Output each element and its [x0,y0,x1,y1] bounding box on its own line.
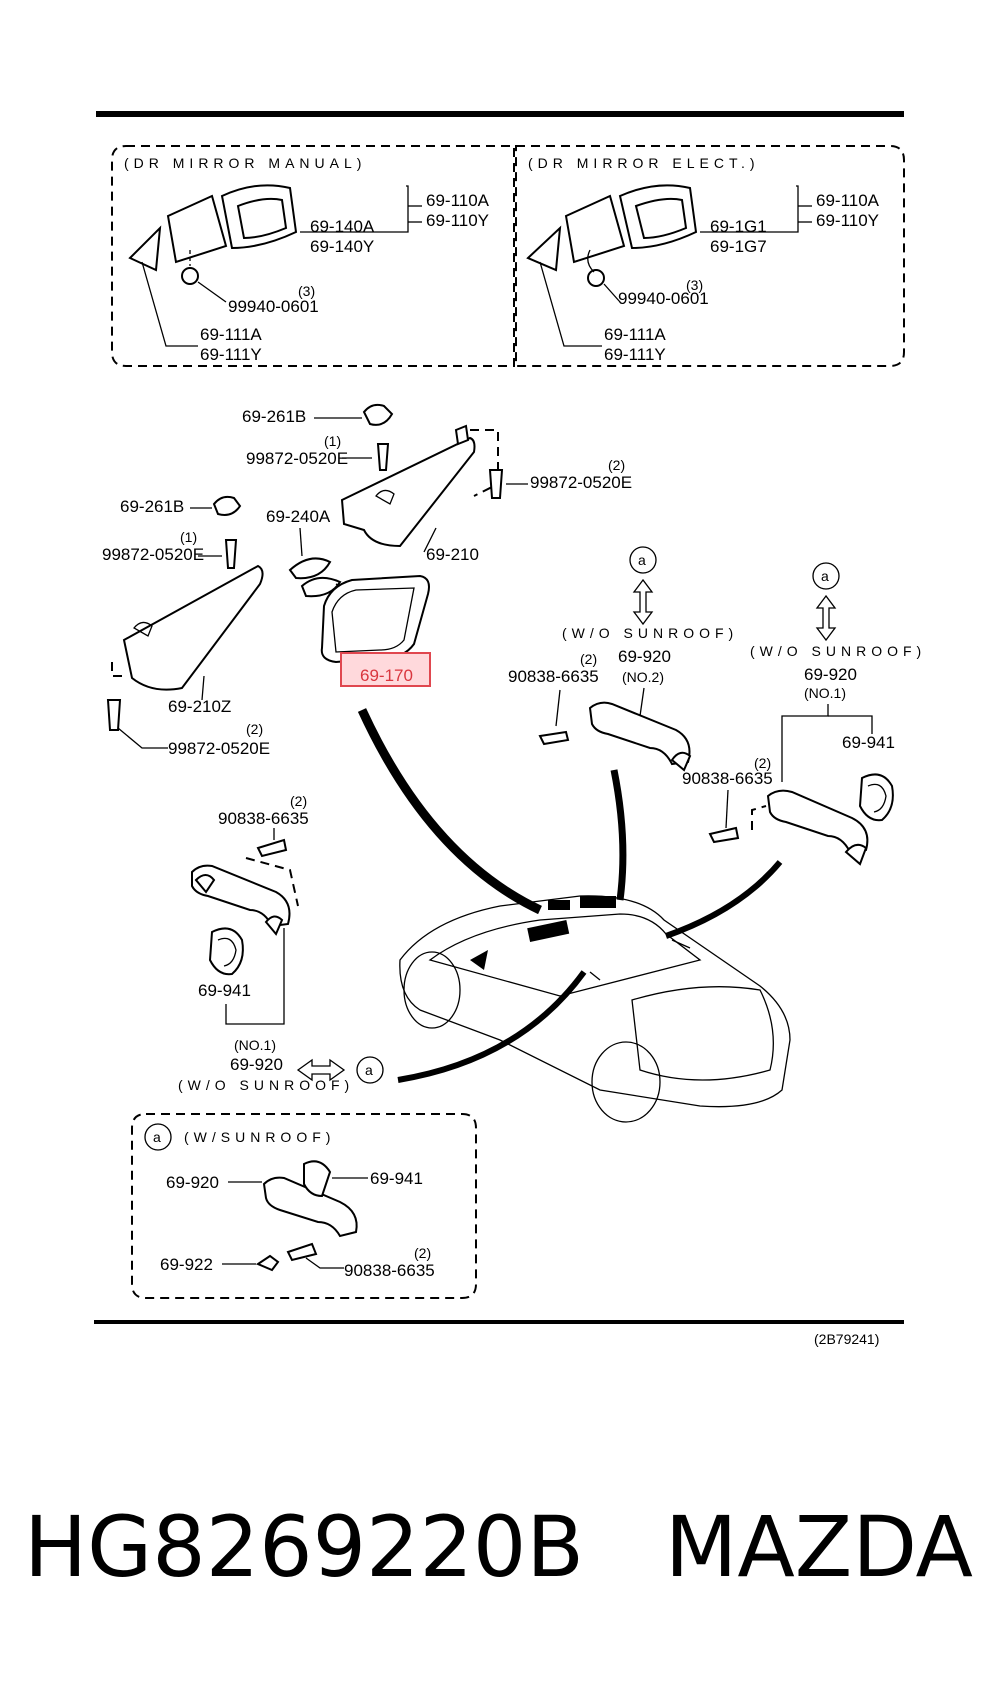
manual-nut: 99940-0601 [228,297,319,316]
mid-screw-qty: (2) [580,651,597,667]
sun-visor-section: 69-261B (1) 99872-0520E (2) 99872-0520E … [102,403,632,758]
left-screw-qty: (2) [290,793,307,809]
handle-left-no: (NO.1) [234,1037,276,1053]
screw-bottom-qty: (2) [246,721,263,737]
handle-mid [588,701,691,766]
wo-sunroof-mid: (W/O SUNROOF) [562,625,738,641]
screw-icon [376,443,390,471]
diagram-code: (2B79241) [814,1331,879,1347]
sr-screw-label: 90838-6635 [344,1261,435,1280]
marker-a1: a [638,552,646,568]
elect-cover-lower: 69-111Y [604,345,666,364]
assist-handle-right: a (W/O SUNROOF) 69-920 (NO.1) 69-941 (2)… [682,562,926,866]
screw-top-qty: (1) [324,433,341,449]
manual-nut-qty: (3) [298,283,315,299]
sr-handle [262,1176,358,1238]
marker-a4: a [153,1129,161,1145]
mirror-manual-box: (DR MIRROR MANUAL) 69-110A 69-110Y 69-14… [111,145,515,367]
handle-right-no: (NO.1) [804,685,846,701]
hook-right [858,773,894,822]
right-screw-qty: (2) [754,755,771,771]
door-mirror-manual-drawing [128,184,298,285]
screw-right-label: 99872-0520E [530,473,632,492]
visor-right-label: 69-210 [426,545,479,564]
visor-holder-icon [362,403,394,426]
door-mirror-elect-drawing [526,184,698,287]
hook-right-label: 69-941 [842,733,895,752]
highlight-box [340,652,431,687]
marker-a2: a [821,568,829,584]
left-screw-label: 90838-6635 [218,809,309,828]
manual-glass-lower: 69-140Y [310,237,374,256]
screw-right-qty: (2) [608,457,625,473]
holder-left-label: 69-261B [120,497,184,516]
sr-hook-label: 69-941 [370,1169,423,1188]
w-sunroof-label: (W/SUNROOF) [184,1129,335,1145]
handle-right [766,789,869,854]
brand-name: MAZDA [664,1498,973,1596]
screw-top-label: 99872-0520E [246,449,348,468]
elect-cover-upper: 69-111A [604,325,666,344]
handle-mid-label: 69-920 [618,647,671,666]
sr-clip-label: 69-922 [160,1255,213,1274]
elect-mirror-lower: 69-110Y [816,211,879,230]
sun-visor-left [122,564,264,691]
part-number: HG8269220B [24,1498,584,1596]
mirror-170-label: 69-170 [360,666,413,685]
handle-left-label: 69-920 [230,1055,283,1074]
assist-handle-left: (2) 90838-6635 69-941 (NO.1) 69-920 (W/O… [178,793,384,1093]
wo-sunroof-left: (W/O SUNROOF) [178,1077,354,1093]
marker-a3: a [365,1062,373,1078]
elect-box-title: (DR MIRROR ELECT.) [528,155,760,171]
screw-left-label: 99872-0520E [102,545,204,564]
mid-screw-label: 90838-6635 [508,667,599,686]
mirror-elect-box: (DR MIRROR ELECT.) 69-110A 69-110Y 69-1G… [515,145,905,367]
elect-glass-upper: 69-1G1 [710,217,767,236]
sr-handle-label: 69-920 [166,1173,219,1192]
wo-sunroof-right: (W/O SUNROOF) [750,643,926,659]
manual-box-title: (DR MIRROR MANUAL) [124,155,366,171]
handle-right-label: 69-920 [804,665,857,684]
sr-hook [303,1160,332,1198]
elect-mirror-upper: 69-110A [816,191,880,210]
elect-nut: 99940-0601 [618,289,709,308]
sr-screw-qty: (2) [414,1245,431,1261]
manual-glass-upper: 69-140A [310,217,375,236]
elect-nut-qty: (3) [686,277,703,293]
rear-view-mirror [320,574,430,664]
hook-left-label: 69-941 [198,981,251,1000]
cover-240a-label: 69-240A [266,507,331,526]
manual-mirror-lower: 69-110Y [426,211,489,230]
right-screw-label: 90838-6635 [682,769,773,788]
manual-mirror-upper: 69-110A [426,191,490,210]
screw-bottom-label: 99872-0520E [168,739,270,758]
sun-visor-right [340,436,476,548]
w-sunroof-box: a (W/SUNROOF) 69-920 69-941 69-922 (2) 9… [131,1113,477,1299]
assist-handle-mid: a (W/O SUNROOF) (2) 90838-6635 69-920 (N… [508,546,738,772]
manual-cover-lower: 69-111Y [200,345,262,364]
mirror-cover-icon [288,557,332,580]
handle-mid-no: (NO.2) [622,669,664,685]
hook-left [208,927,244,976]
visor-left-label: 69-210Z [168,697,231,716]
screw-left-qty: (1) [180,529,197,545]
elect-glass-lower: 69-1G7 [710,237,767,256]
car-illustration [357,708,791,1123]
sr-clip [255,1254,280,1272]
holder-top-label: 69-261B [242,407,306,426]
manual-cover-upper: 69-111A [200,325,262,344]
